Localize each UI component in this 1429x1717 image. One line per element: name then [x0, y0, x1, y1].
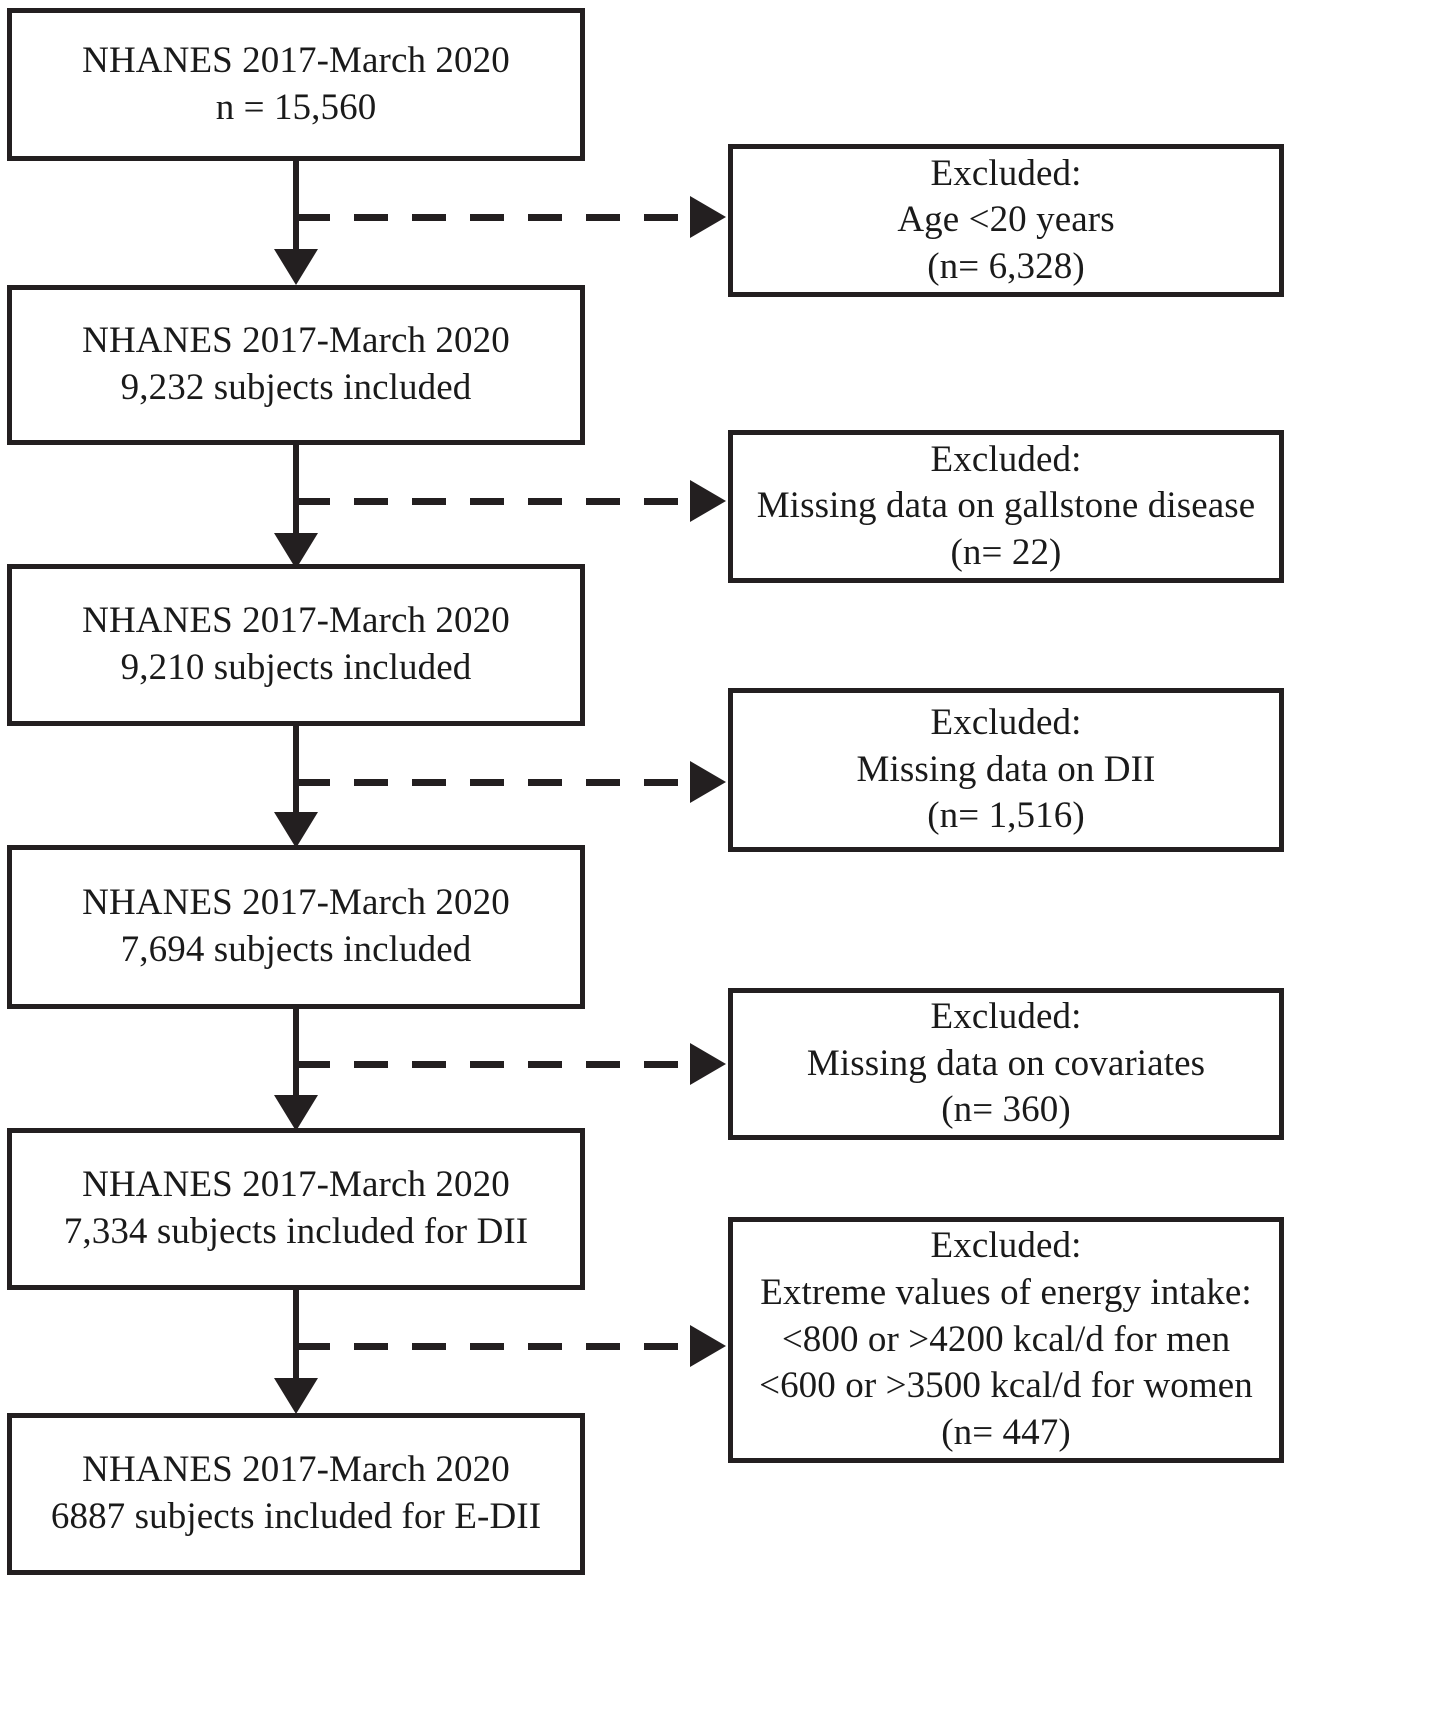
- exclusion-line: (n= 6,328): [927, 245, 1085, 287]
- flow-node-cohort-initial: NHANES 2017-March 2020 n = 15,560: [7, 8, 585, 161]
- exclusion-line: Excluded:: [930, 702, 1082, 744]
- arrowhead-down-icon: [274, 812, 318, 848]
- connector-dashed-exclusion-2: [296, 498, 690, 505]
- node-line: 7,334 subjects included for DII: [63, 1211, 529, 1252]
- arrowhead-down-icon: [274, 249, 318, 285]
- exclusion-line: Age <20 years: [897, 199, 1115, 241]
- arrowhead-down-icon: [274, 1378, 318, 1414]
- node-line: NHANES 2017-March 2020: [82, 1164, 510, 1206]
- exclusion-line: <800 or >4200 kcal/d for men: [781, 1318, 1231, 1360]
- flow-node-cohort-after-gallstone: NHANES 2017-March 2020 9,210 subjects in…: [7, 564, 585, 726]
- exclusion-line: (n= 447): [941, 1411, 1071, 1453]
- connector-arrow-down-5: [293, 1290, 299, 1382]
- connector-dashed-exclusion-1: [296, 214, 690, 221]
- arrowhead-right-icon: [690, 761, 726, 803]
- exclusion-node-age: Excluded: Age <20 years (n= 6,328): [728, 144, 1284, 297]
- arrowhead-down-icon: [274, 533, 318, 569]
- connector-dashed-exclusion-4: [296, 1061, 690, 1068]
- arrowhead-right-icon: [690, 480, 726, 522]
- exclusion-line: (n= 22): [950, 531, 1062, 573]
- connector-arrow-down-3: [293, 726, 299, 816]
- exclusion-line: Missing data on DII: [856, 748, 1156, 790]
- exclusion-line: <600 or >3500 kcal/d for women: [759, 1365, 1253, 1407]
- exclusion-line: Missing data on covariates: [806, 1042, 1206, 1084]
- exclusion-line: (n= 360): [941, 1089, 1071, 1131]
- connector-arrow-down-2: [293, 445, 299, 537]
- exclusion-line: (n= 1,516): [927, 795, 1085, 837]
- node-line: NHANES 2017-March 2020: [82, 600, 510, 642]
- arrowhead-down-icon: [274, 1095, 318, 1131]
- node-line: 9,232 subjects included: [120, 367, 472, 408]
- node-line: 7,694 subjects included: [120, 929, 472, 970]
- arrowhead-right-icon: [690, 1043, 726, 1085]
- exclusion-line: Extreme values of energy intake:: [760, 1272, 1252, 1314]
- connector-dashed-exclusion-5: [296, 1343, 690, 1350]
- node-line: NHANES 2017-March 2020: [82, 39, 510, 81]
- node-line: NHANES 2017-March 2020: [82, 320, 510, 362]
- flow-node-cohort-dii-final: NHANES 2017-March 2020 7,334 subjects in…: [7, 1128, 585, 1290]
- exclusion-line: Excluded:: [930, 1225, 1082, 1267]
- connector-arrow-down-1: [293, 161, 299, 253]
- connector-dashed-exclusion-3: [296, 779, 690, 786]
- node-line: 9,210 subjects included: [120, 647, 472, 688]
- node-line: NHANES 2017-March 2020: [82, 882, 510, 924]
- exclusion-line: Missing data on gallstone disease: [756, 485, 1256, 527]
- flow-node-cohort-after-age: NHANES 2017-March 2020 9,232 subjects in…: [7, 285, 585, 445]
- arrowhead-right-icon: [690, 1325, 726, 1367]
- exclusion-line: Excluded:: [930, 996, 1082, 1038]
- node-line: NHANES 2017-March 2020: [82, 1449, 510, 1491]
- node-line: 6887 subjects included for E-DII: [50, 1496, 542, 1537]
- arrowhead-right-icon: [690, 196, 726, 238]
- exclusion-node-dii: Excluded: Missing data on DII (n= 1,516): [728, 688, 1284, 852]
- exclusion-node-gallstone: Excluded: Missing data on gallstone dise…: [728, 430, 1284, 583]
- connector-arrow-down-4: [293, 1009, 299, 1099]
- exclusion-node-energy-intake: Excluded: Extreme values of energy intak…: [728, 1217, 1284, 1463]
- node-line: n = 15,560: [215, 86, 377, 128]
- flow-node-cohort-after-dii: NHANES 2017-March 2020 7,694 subjects in…: [7, 845, 585, 1009]
- exclusion-line: Excluded:: [930, 438, 1082, 480]
- exclusion-line: Excluded:: [930, 152, 1082, 194]
- exclusion-node-covariates: Excluded: Missing data on covariates (n=…: [728, 988, 1284, 1140]
- flow-node-cohort-edii-final: NHANES 2017-March 2020 6887 subjects inc…: [7, 1413, 585, 1575]
